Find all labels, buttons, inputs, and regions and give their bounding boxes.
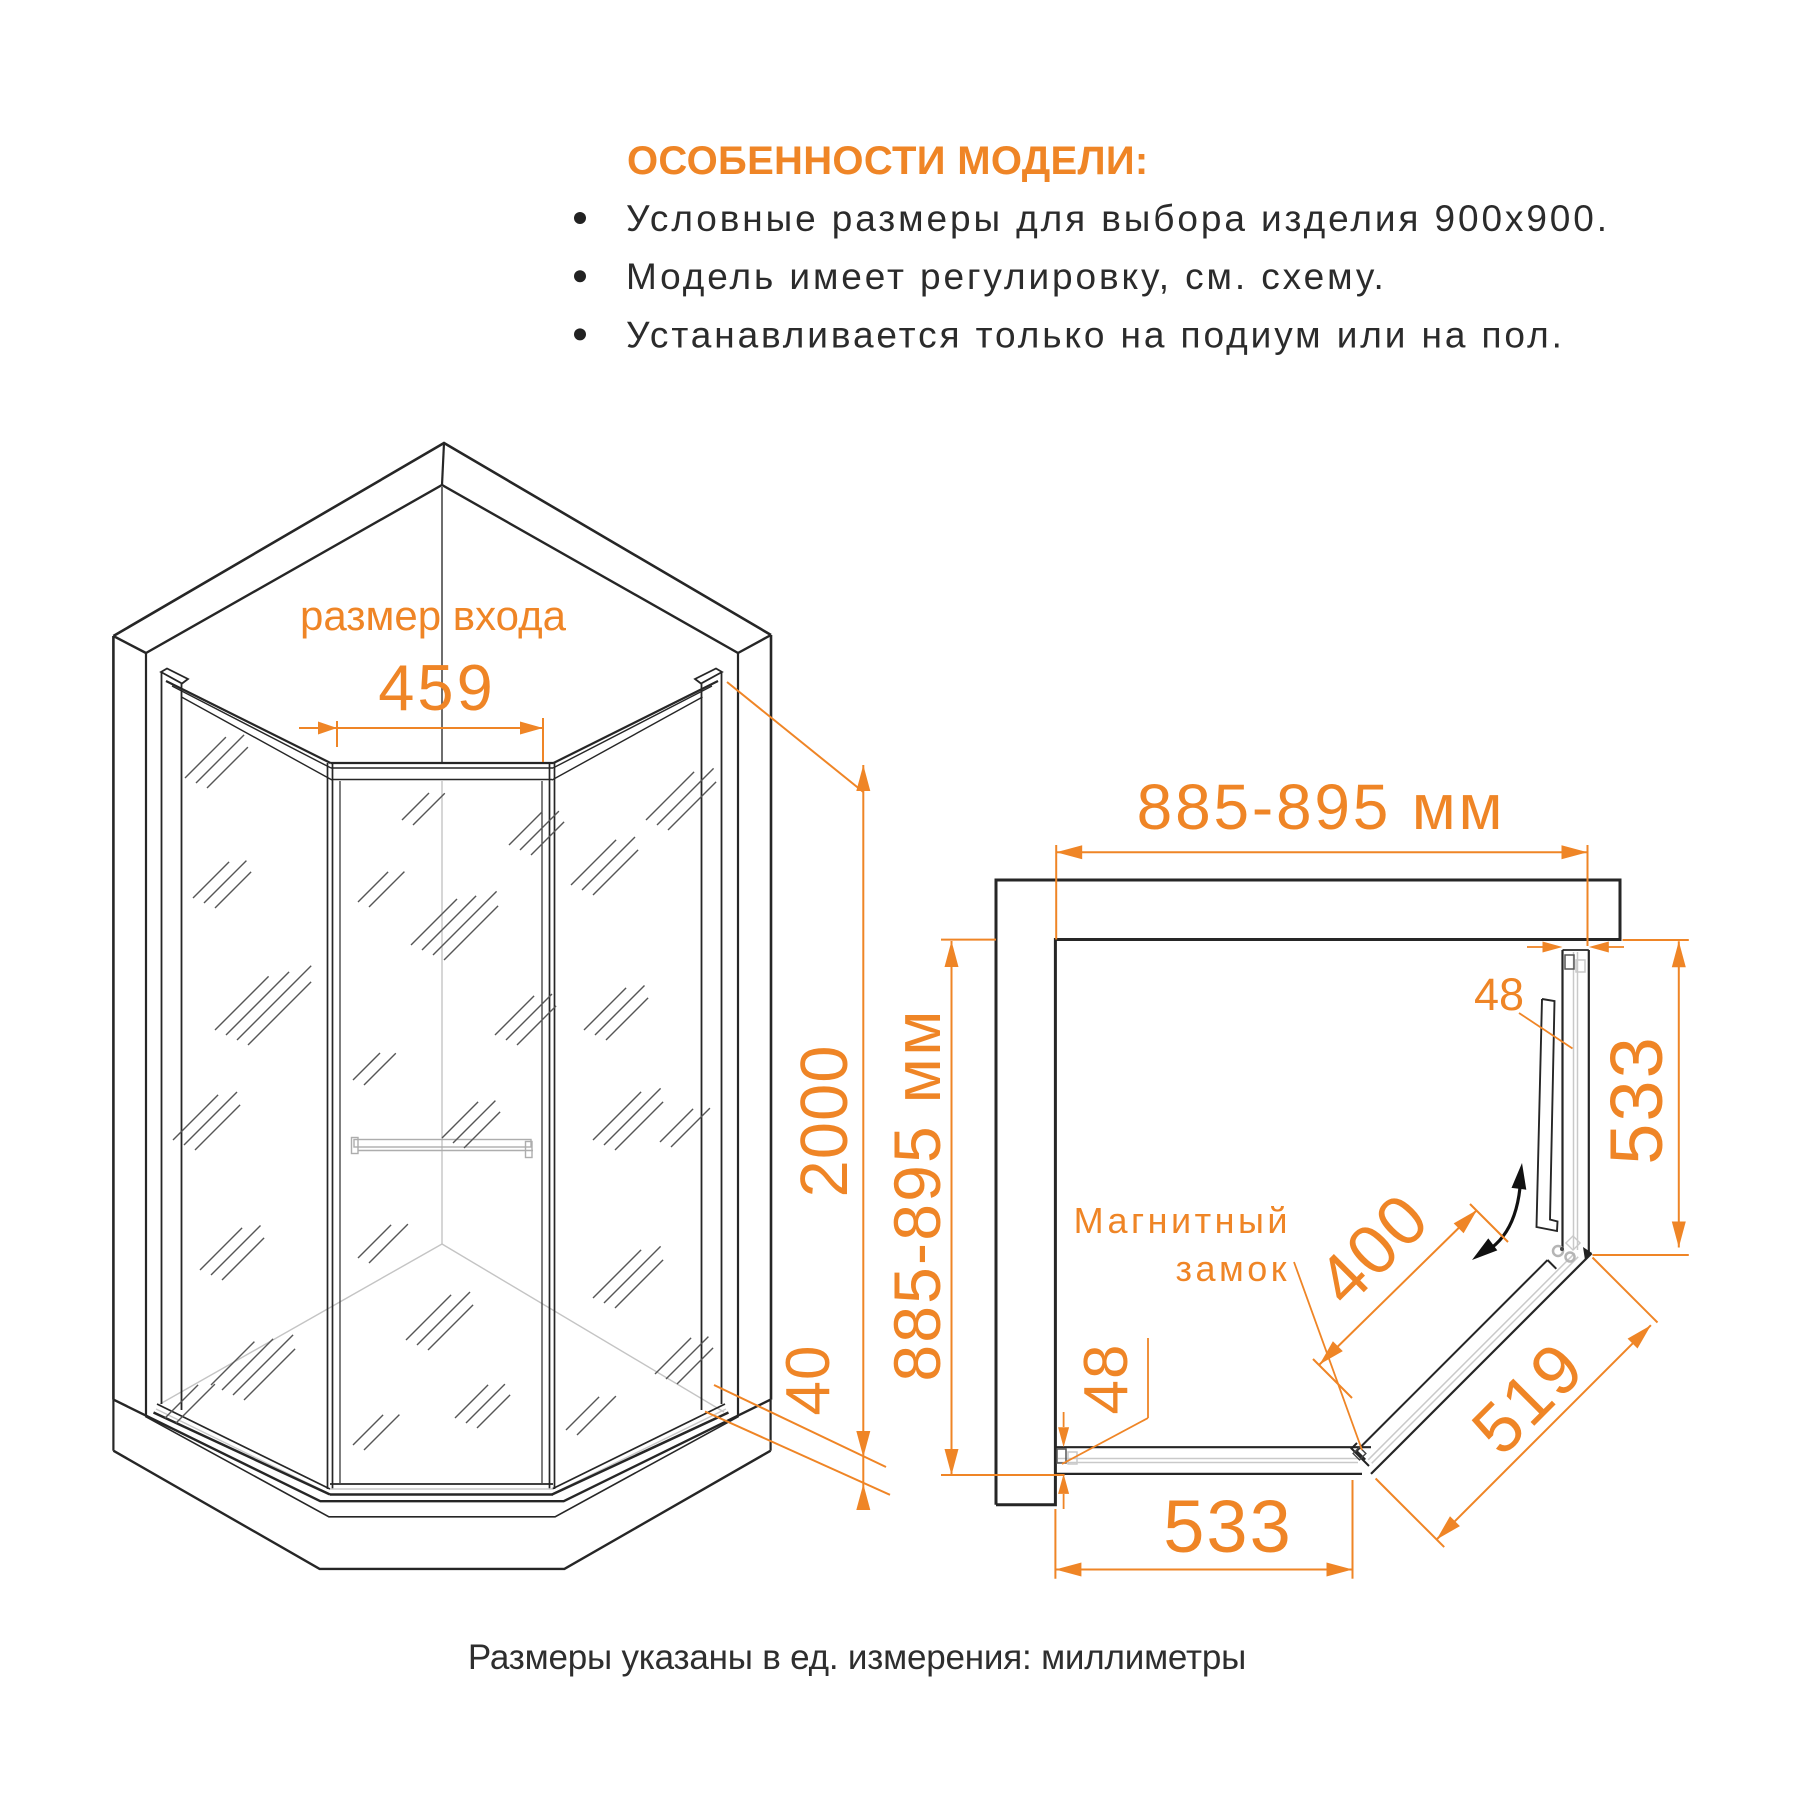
svg-text:400: 400 [1302, 1178, 1444, 1320]
svg-text:Размеры указаны в ед. измерени: Размеры указаны в ед. измерения: миллиме… [468, 1638, 1246, 1677]
svg-text:48: 48 [1474, 969, 1524, 1020]
svg-text:2000: 2000 [787, 1044, 862, 1197]
svg-text:40: 40 [774, 1345, 843, 1416]
svg-text:533: 533 [1163, 1485, 1292, 1568]
svg-text:885-895 мм: 885-895 мм [880, 1008, 954, 1381]
svg-text:Устанавливается только на поди: Устанавливается только на подиум или на … [626, 314, 1565, 355]
svg-text:размер входа: размер входа [300, 592, 567, 639]
svg-text:885-895 мм: 885-895 мм [1137, 771, 1506, 843]
svg-text:533: 533 [1595, 1035, 1678, 1164]
svg-text:459: 459 [378, 651, 495, 724]
svg-text:48: 48 [1072, 1344, 1141, 1415]
svg-text:Условные размеры для выбора из: Условные размеры для выбора изделия 900х… [626, 198, 1610, 239]
svg-text:Модель имеет регулировку, см.: Модель имеет регулировку, см. схему. [626, 256, 1387, 297]
svg-text:Магнитный: Магнитный [1074, 1200, 1291, 1241]
svg-text:замок: замок [1175, 1248, 1290, 1289]
svg-text:ОСОБЕННОСТИ МОДЕЛИ:: ОСОБЕННОСТИ МОДЕЛИ: [627, 139, 1149, 183]
